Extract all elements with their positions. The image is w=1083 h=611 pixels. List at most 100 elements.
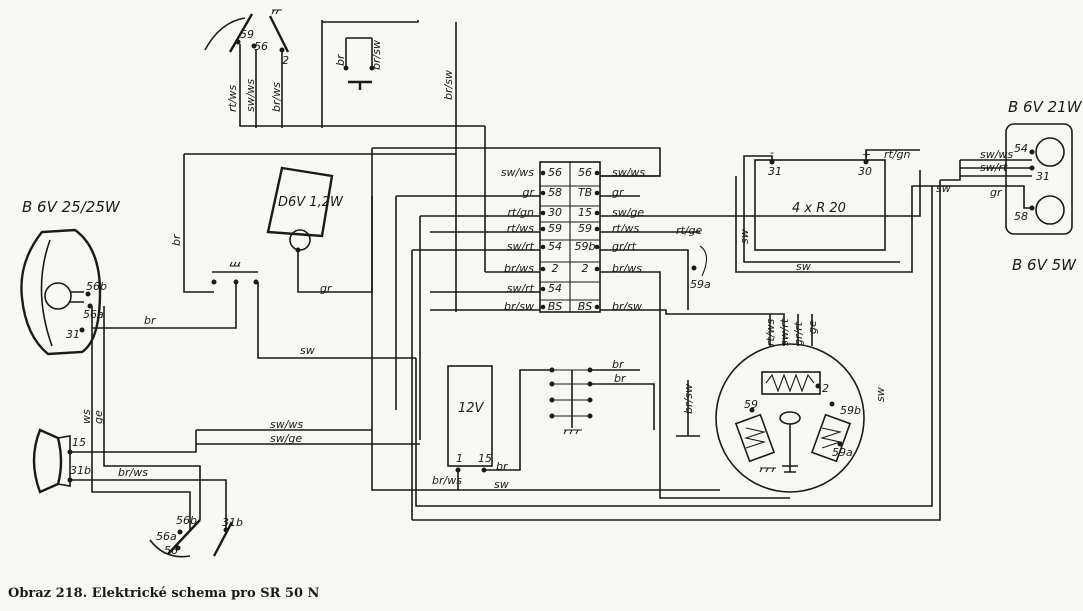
- battery-pack-minus: -: [770, 146, 774, 159]
- figure-caption: Obraz 218. Elektrické schema pro SR 50 N: [8, 586, 320, 601]
- headlamp-terminal-56b: 56b: [86, 280, 107, 293]
- wire-label-gr-speedo: gr: [320, 282, 333, 295]
- tail-lamp-rating-top: B 6V 21W: [1008, 98, 1083, 116]
- terminal-block-left-wire: br/ws: [504, 262, 534, 275]
- speedo-lamp: D6V 1,2W: [266, 166, 344, 253]
- wire-label-gr-rt-flywheel: gr/rt: [792, 321, 805, 346]
- wire-label-sw-ws: sw/ws: [270, 418, 303, 431]
- terminal-block-left-terminal: 30: [548, 206, 562, 219]
- battery-pack-terminal-30: 30: [858, 165, 872, 178]
- wire-labels: rt/ws sw/ws br/ws br br/sw br/sw br br g…: [80, 40, 1013, 491]
- terminal-block-dot-left: [540, 266, 546, 272]
- terminal-block-right-wire: gr/rt: [612, 240, 637, 253]
- battery-pack: - + 31 30 4 x R 20: [754, 146, 886, 251]
- connector-bank: [549, 367, 593, 435]
- battery-pack-label: 4 x R 20: [792, 201, 846, 216]
- wire-label-ge-flywheel: ge: [806, 320, 819, 334]
- switch-bottom-terminal-56: 56: [164, 544, 178, 557]
- ground-strip: [211, 261, 259, 285]
- terminal-block-dot-right: [594, 210, 600, 216]
- switch-bottom-terminal-56b: 56b: [176, 514, 197, 527]
- switch-top-terminal-2: 2: [282, 54, 289, 67]
- wire-label-br-sw-top: br/sw: [370, 40, 383, 70]
- wire-label-rt-ge: rt/ge: [676, 224, 703, 237]
- terminal-block-dot-right: [594, 226, 600, 232]
- terminal-block-dot-left: [540, 170, 546, 176]
- terminal-block-left-terminal: BS: [548, 300, 563, 313]
- terminal-block-left-wire: rt/gn: [508, 206, 535, 219]
- wire-label-rt-ws-flywheel: rt/ws: [764, 318, 777, 346]
- terminal-block-dot-right: [594, 304, 600, 310]
- terminal-block-left-wire: gr: [522, 186, 535, 199]
- terminal-block-left-terminal: 54: [548, 240, 562, 253]
- wire-label-rt-gn-pack: rt/gn: [884, 148, 911, 161]
- wire-label-br-battery: br: [496, 460, 509, 473]
- terminal-block-left-terminal: 54: [548, 282, 562, 295]
- battery-12v: 12V 1 15: [447, 365, 493, 473]
- wire-label-br-sw-center: br/sw: [442, 70, 455, 100]
- wire-label-sw-left: sw: [300, 344, 315, 357]
- flywheel-terminal-59: 59: [744, 398, 758, 411]
- wire-label-rt-ws: rt/ws: [226, 84, 239, 112]
- horn-terminal-15: 15: [72, 436, 86, 449]
- terminal-block-left-terminal: 2: [552, 262, 559, 275]
- handlebar-switch-bottom: 56b 56a 56 31b: [149, 514, 243, 558]
- terminal-block-left-wire: sw/rt: [507, 282, 535, 295]
- terminal-block-right-wire: sw/ws: [612, 166, 645, 179]
- handlebar-switch-top: 59 56 2: [204, 9, 290, 67]
- wire-label-ws: ws: [80, 409, 93, 424]
- terminal-block-left-terminal: 59: [548, 222, 562, 235]
- switch-top-terminal-59: 59: [240, 28, 254, 41]
- wire-label-br-ws-battery: br/ws: [432, 474, 462, 487]
- wire-label-sw-rt-flywheel: sw/rt: [778, 318, 791, 346]
- wire-label-br-bank-2: br: [614, 372, 627, 385]
- terminal-block-dot-right: [594, 244, 600, 250]
- terminal-block-dot-left: [540, 226, 546, 232]
- wire-label-br-sw-stop: br/sw: [682, 384, 695, 414]
- tail-lamp-terminal-54: 54: [1014, 142, 1028, 155]
- speedo-lamp-rating: D6V 1,2W: [278, 195, 344, 210]
- terminal-block-right-wire: rt/ws: [612, 222, 640, 235]
- wire-label-sw-rt-tail: sw/rt: [980, 161, 1008, 174]
- terminal-block-left-wire: sw/rt: [507, 240, 535, 253]
- flywheel-terminal-59b: 59b: [840, 404, 861, 417]
- tail-lamp-terminal-58: 58: [1014, 210, 1028, 223]
- terminal-block-dot-right: [594, 170, 600, 176]
- wire-label-br-left: br: [170, 233, 183, 246]
- terminal-block-right-terminal: 56: [578, 166, 592, 179]
- switch-top-terminal-56: 56: [254, 40, 268, 53]
- headlamp-terminal-31: 31: [66, 328, 80, 341]
- terminal-block-right-wire: sw/ge: [612, 206, 644, 219]
- wire-label-sw-ws-tail: sw/ws: [980, 148, 1013, 161]
- wire-label-br-ws-top: br/ws: [270, 82, 283, 112]
- horn: 15 31b: [32, 428, 91, 494]
- terminal-block-dot-left: [540, 244, 546, 250]
- terminal-block-right-wire: br/sw: [612, 300, 642, 313]
- switch-bottom-terminal-56a: 56a: [156, 530, 177, 543]
- headlamp-rating: B 6V 25/25W: [22, 198, 121, 216]
- terminal-block-dot-left: [540, 304, 546, 310]
- battery-terminal-1: 1: [456, 452, 463, 465]
- terminal-block-left-wire: br/sw: [504, 300, 534, 313]
- terminal-59a: 59a: [690, 245, 711, 291]
- horn-terminal-31b: 31b: [70, 464, 91, 477]
- terminal-block-right-wire: gr: [612, 186, 625, 199]
- terminal-block-dot-left: [540, 190, 546, 196]
- terminal-block-dot-right: [594, 266, 600, 272]
- wire-label-br-top: br: [334, 53, 347, 66]
- switch-bottom-terminal-31b: 31b: [222, 516, 243, 529]
- wire-label-sw-battery: sw: [494, 478, 509, 491]
- wire-label-sw-right: sw: [874, 387, 887, 402]
- stop-switch-top: [321, 20, 419, 128]
- tail-lamp: B 6V 21W B 6V 5W 54 58 31: [1005, 98, 1083, 274]
- terminal-block-right-terminal: 59: [578, 222, 592, 235]
- wire-label-gr-tail: gr: [990, 186, 1003, 199]
- flywheel-terminal-59a: 59a: [832, 446, 853, 459]
- tail-lamp-terminal-31: 31: [1036, 170, 1050, 183]
- headlamp-terminal-56a: 56a: [83, 308, 104, 321]
- wire-label-sw-bottom: sw: [796, 260, 811, 273]
- battery-12v-label: 12V: [458, 401, 485, 416]
- terminal-block-right-terminal: 2: [582, 262, 589, 275]
- flywheel-magneto: 59 59b 59a 2: [715, 343, 865, 493]
